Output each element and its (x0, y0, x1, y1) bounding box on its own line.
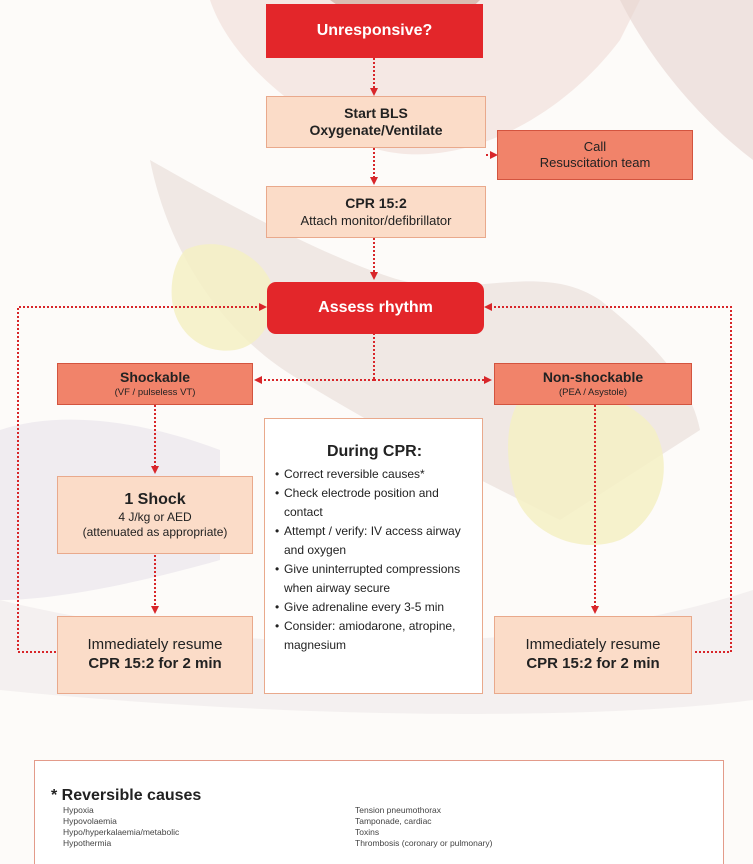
shockable-resume-line1: Immediately resume (87, 636, 222, 655)
nonshockable-box: Non-shockable (PEA / Asystole) (494, 363, 692, 405)
during-cpr-list: Correct reversible causes* Check electro… (275, 465, 474, 655)
call-line1: Call (584, 139, 606, 155)
during-cpr-item: Check electrode position and contact (275, 484, 474, 522)
assess-label: Assess rhythm (318, 298, 433, 318)
shock-title: 1 Shock (124, 490, 185, 510)
shockable-sub: (VF / pulseless VT) (115, 387, 196, 399)
reversible-causes-title: * Reversible causes (51, 787, 201, 805)
cpr-attach-box: CPR 15:2 Attach monitor/defibrillator (266, 186, 486, 238)
cause-item: Hypovolaemia (63, 816, 179, 827)
during-cpr-item: Consider: amiodarone, atropine, magnesiu… (275, 617, 474, 655)
nonshockable-resume-line2: CPR 15:2 for 2 min (526, 655, 659, 674)
during-cpr-item: Give adrenaline every 3-5 min (275, 598, 474, 617)
cpr-line1: CPR 15:2 (345, 195, 406, 213)
nonshockable-resume-box: Immediately resume CPR 15:2 for 2 min (494, 616, 692, 694)
nonshockable-resume-line1: Immediately resume (525, 636, 660, 655)
unresponsive-box: Unresponsive? (266, 4, 483, 58)
shock-line2: (attenuated as appropriate) (83, 525, 228, 540)
call-line2: Resuscitation team (540, 155, 651, 171)
shockable-title: Shockable (120, 369, 190, 387)
start-bls-line1: Start BLS (344, 105, 408, 123)
shockable-resume-box: Immediately resume CPR 15:2 for 2 min (57, 616, 253, 694)
during-cpr-item: Attempt / verify: IV access airway and o… (275, 522, 474, 560)
start-bls-line2: Oxygenate/Ventilate (309, 122, 442, 140)
cause-item: Hypoxia (63, 805, 179, 816)
reversible-causes-panel: * Reversible causes Hypoxia Hypovolaemia… (34, 760, 724, 864)
call-team-box: Call Resuscitation team (497, 130, 693, 180)
shock-box: 1 Shock 4 J/kg or AED (attenuated as app… (57, 476, 253, 554)
nonshockable-sub: (PEA / Asystole) (559, 387, 627, 399)
causes-left-column: Hypoxia Hypovolaemia Hypo/hyperkalaemia/… (63, 805, 179, 849)
shockable-box: Shockable (VF / pulseless VT) (57, 363, 253, 405)
shock-line1: 4 J/kg or AED (118, 510, 191, 525)
loop-right (486, 307, 731, 652)
shockable-resume-line2: CPR 15:2 for 2 min (88, 655, 221, 674)
cpr-line2: Attach monitor/defibrillator (300, 213, 451, 229)
cause-item: Tension pneumothorax (355, 805, 492, 816)
unresponsive-label: Unresponsive? (317, 21, 433, 41)
start-bls-box: Start BLS Oxygenate/Ventilate (266, 96, 486, 148)
cause-item: Hypo/hyperkalaemia/metabolic (63, 827, 179, 838)
during-cpr-title: During CPR: (275, 443, 474, 461)
nonshockable-title: Non-shockable (543, 369, 643, 387)
during-cpr-item: Correct reversible causes* (275, 465, 474, 484)
cause-item: Hypothermia (63, 838, 179, 849)
cause-item: Thrombosis (coronary or pulmonary) (355, 838, 492, 849)
during-cpr-box: During CPR: Correct reversible causes* C… (264, 418, 483, 694)
assess-rhythm-box: Assess rhythm (267, 282, 484, 334)
causes-right-column: Tension pneumothorax Tamponade, cardiac … (355, 805, 492, 849)
cause-item: Toxins (355, 827, 492, 838)
during-cpr-item: Give uninterrupted compressions when air… (275, 560, 474, 598)
cause-item: Tamponade, cardiac (355, 816, 492, 827)
